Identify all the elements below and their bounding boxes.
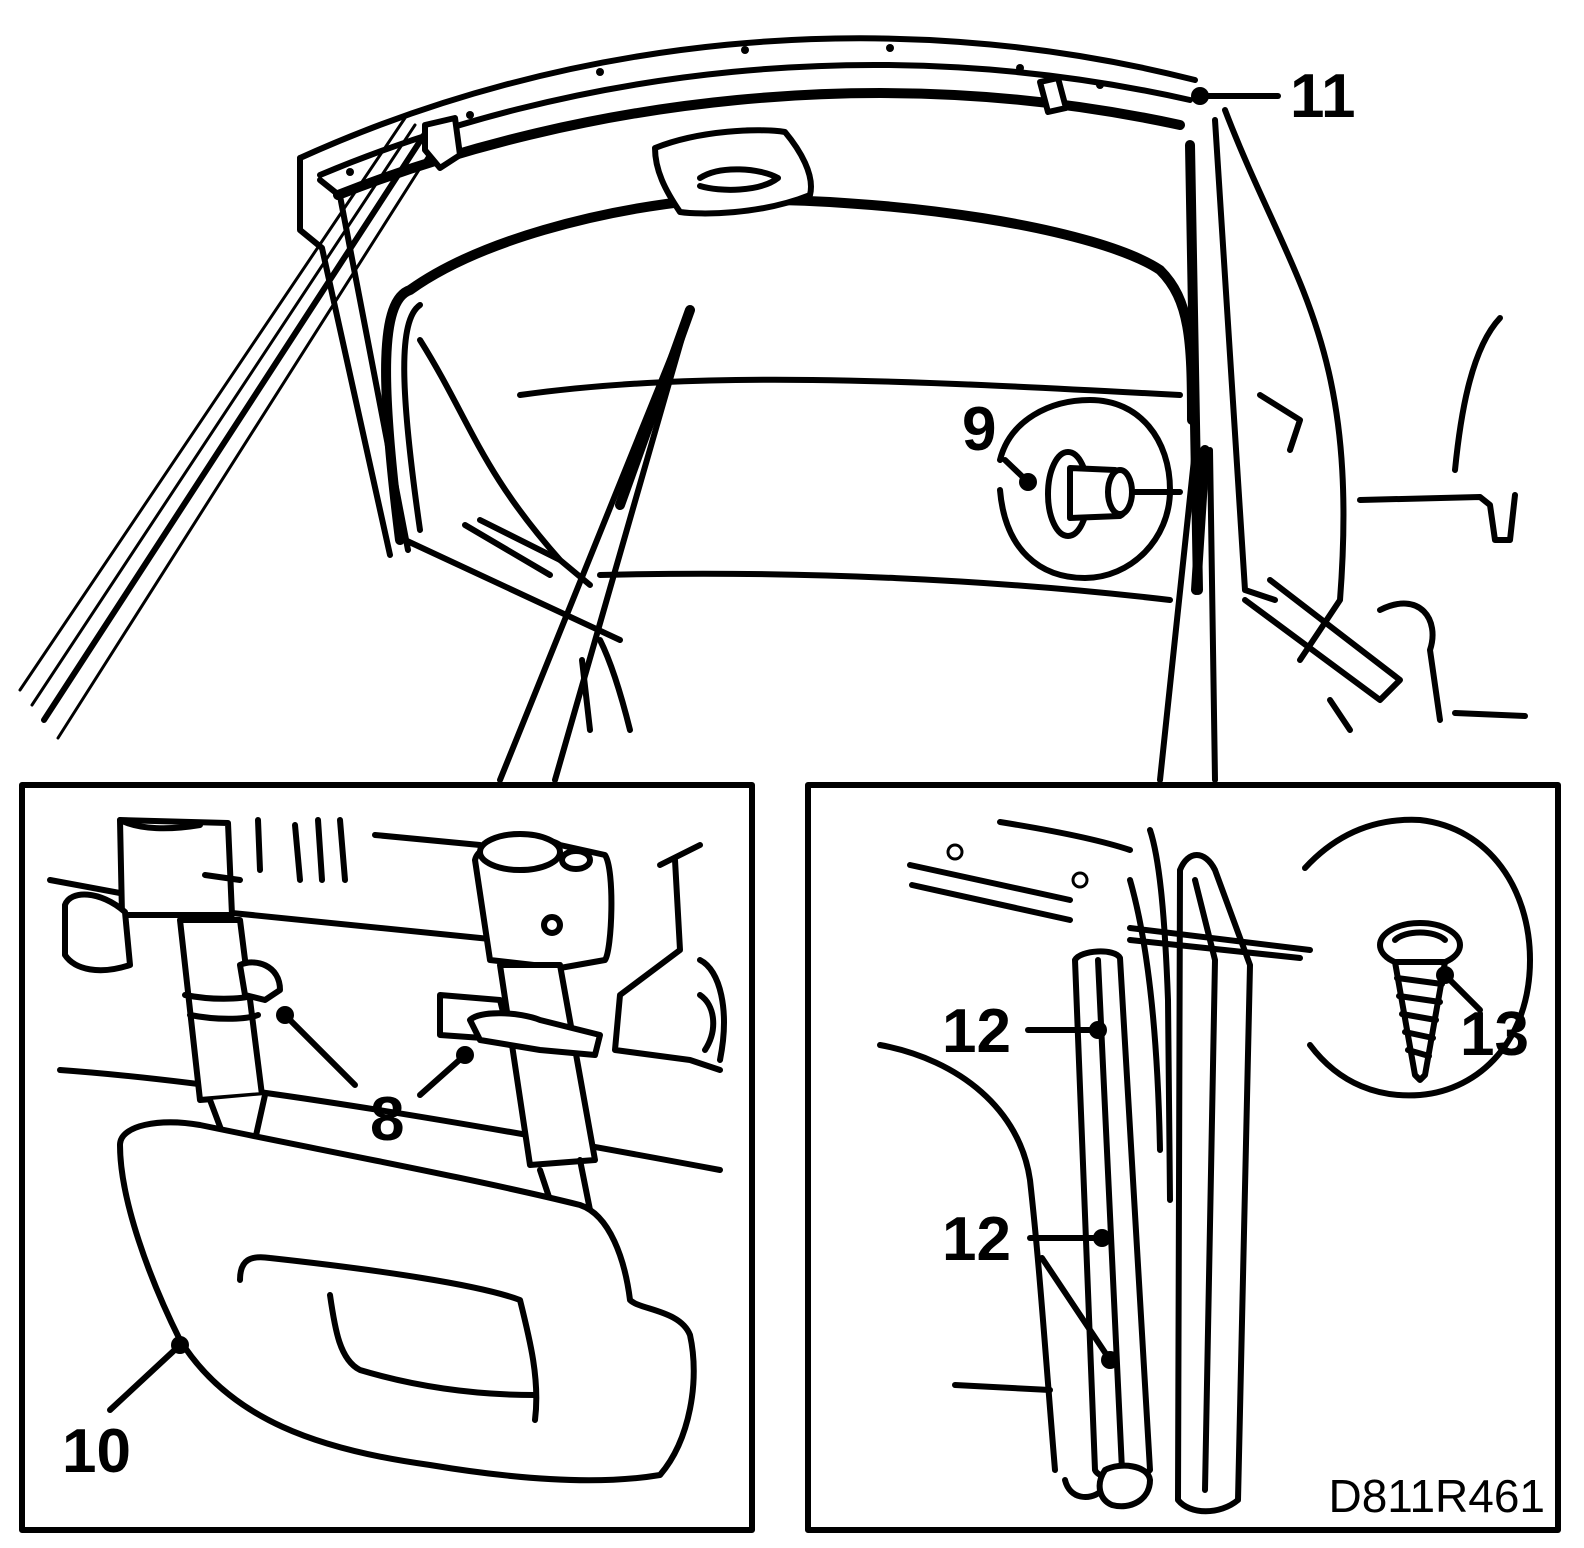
callout-13: 13	[1460, 1000, 1529, 1069]
leader-right-inset	[1157, 447, 1198, 783]
callout-9: 9	[962, 395, 996, 464]
inner-trim-panel	[381, 127, 1197, 643]
callout-12-upper: 12	[942, 997, 1011, 1066]
callout-10: 10	[62, 1417, 131, 1486]
tailgate-main-view: 11 9	[18, 35, 1528, 783]
body-side-right	[579, 315, 1528, 733]
detail-9-grommet	[997, 397, 1183, 581]
figure-code: D811R461	[1328, 1470, 1545, 1522]
callout-11: 11	[1290, 62, 1356, 131]
callout-8: 8	[370, 1085, 404, 1154]
inset-right-trim: 12 12 13 D811R461	[805, 782, 1561, 1533]
inset-left-hinge: 8 10	[19, 782, 755, 1533]
callout-12-lower: 12	[942, 1205, 1011, 1274]
support-strut	[18, 116, 440, 740]
